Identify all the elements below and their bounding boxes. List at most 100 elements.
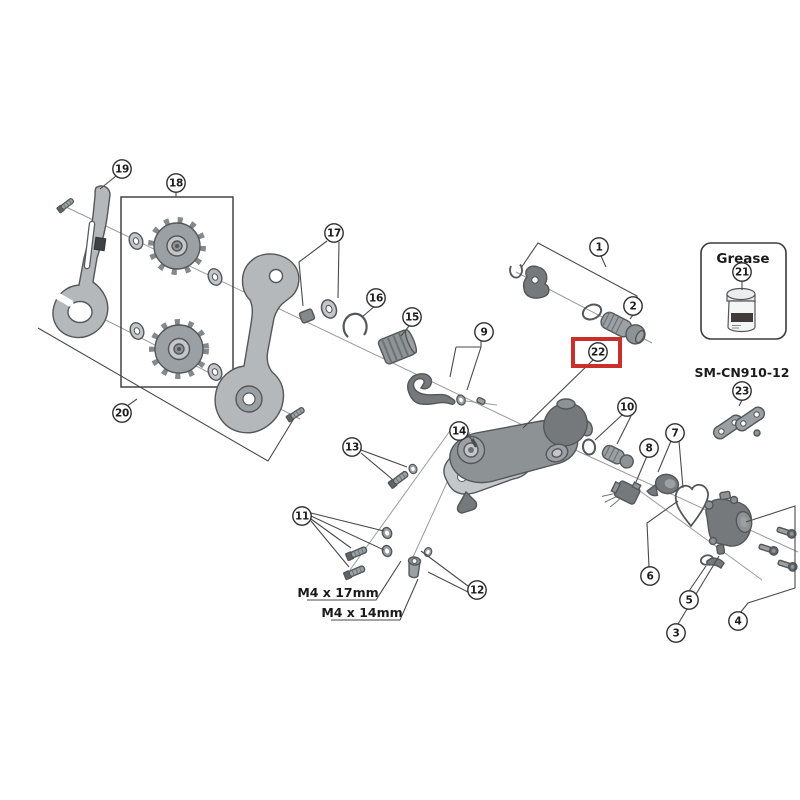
svg-text:7: 7 xyxy=(671,428,678,440)
tension-spring-group xyxy=(298,296,486,407)
svg-text:16: 16 xyxy=(369,293,383,305)
svg-text:11: 11 xyxy=(295,511,309,523)
quick-link xyxy=(732,404,768,434)
fixing-bolt xyxy=(775,524,798,540)
svg-text:21: 21 xyxy=(735,267,749,279)
cable-washer xyxy=(454,393,468,407)
leader-23 xyxy=(738,399,743,407)
chain-link-model-label: SM-CN910-12 xyxy=(695,365,790,380)
svg-text:13: 13 xyxy=(345,442,359,454)
leader-22 xyxy=(522,359,594,429)
axis-line xyxy=(559,442,799,553)
link-pin xyxy=(753,429,761,437)
highlight-box-22 xyxy=(571,337,622,368)
mount-bolt-group xyxy=(342,462,434,581)
spring-washer xyxy=(318,296,340,322)
grease-jar-icon xyxy=(726,287,756,333)
body-cylinder xyxy=(551,448,563,458)
callout-13: 13 xyxy=(342,437,362,457)
bolt-size-label-17: M4 x 17mm xyxy=(297,585,378,600)
leader-20 xyxy=(37,327,294,462)
callout-4: 4 xyxy=(728,611,748,631)
leader-7 xyxy=(657,440,684,489)
bolt-13 xyxy=(387,469,410,490)
callout-19: 19 xyxy=(112,159,132,179)
circlip xyxy=(342,312,368,338)
leader-3 xyxy=(677,555,720,625)
inner-plate-hub xyxy=(268,268,284,284)
body-boss xyxy=(468,447,474,453)
leader-17 xyxy=(337,241,340,299)
svg-text:6: 6 xyxy=(646,571,653,583)
callout-2: 2 xyxy=(623,296,643,316)
callout-9: 9 xyxy=(474,322,494,342)
plate-screw xyxy=(56,196,76,214)
barrel-bolt xyxy=(600,311,646,345)
body-foot xyxy=(456,490,478,514)
callout-6: 6 xyxy=(640,566,660,586)
cap-knob xyxy=(646,473,680,497)
svg-text:3: 3 xyxy=(672,628,679,640)
callout-16: 16 xyxy=(366,288,386,308)
svg-text:22: 22 xyxy=(591,347,605,359)
cable-guide-group xyxy=(509,263,646,345)
svg-text:5: 5 xyxy=(685,595,692,607)
callout-7: 7 xyxy=(665,423,685,443)
leader-15 xyxy=(400,325,410,337)
callout-15: 15 xyxy=(402,307,422,327)
leader-9 xyxy=(449,341,482,391)
guide-pulley xyxy=(148,217,206,275)
callout-11: 11 xyxy=(292,506,312,526)
knuckle-cap xyxy=(556,398,576,410)
label-underline-17mm xyxy=(307,560,402,601)
grease-panel: Grease xyxy=(700,242,787,340)
b-axle-hook xyxy=(407,373,456,406)
outer-plate-notch xyxy=(52,291,74,307)
leader-17 xyxy=(298,240,328,307)
gasket-seal xyxy=(674,483,709,528)
inner-plate-screw xyxy=(285,405,306,423)
callout-10: 10 xyxy=(617,397,637,417)
axis-line xyxy=(349,427,453,571)
callout-22: 22 xyxy=(588,342,608,362)
pulley-washer xyxy=(126,229,146,253)
washer-11 xyxy=(380,543,394,559)
svg-text:14: 14 xyxy=(452,426,466,438)
inner-plate-hole xyxy=(242,392,256,406)
svg-text:19: 19 xyxy=(115,164,129,176)
callout-8: 8 xyxy=(639,438,659,458)
leader-11 xyxy=(310,512,385,568)
outer-plate-hole xyxy=(67,300,93,324)
callout-18: 18 xyxy=(166,173,186,193)
pulley-washer xyxy=(127,319,147,343)
chain-quick-link-icon xyxy=(710,404,768,442)
svg-text:4: 4 xyxy=(734,616,741,628)
pulley-washer xyxy=(205,265,225,289)
svg-text:20: 20 xyxy=(115,408,129,420)
washer-13 xyxy=(407,462,419,476)
leader-1 xyxy=(600,255,607,268)
svg-text:1: 1 xyxy=(595,242,602,254)
bolt-11 xyxy=(344,545,369,562)
svg-text:12: 12 xyxy=(470,585,484,597)
leader-lines xyxy=(37,175,796,625)
callout-17: 17 xyxy=(324,223,344,243)
leader-10 xyxy=(594,414,632,445)
svg-text:9: 9 xyxy=(480,327,487,339)
svg-text:15: 15 xyxy=(405,312,419,324)
tension-pulley xyxy=(149,319,209,379)
callout-20: 20 xyxy=(112,403,132,423)
plate-pad xyxy=(93,236,107,252)
bolt-11 xyxy=(342,564,367,581)
cable-end xyxy=(476,396,486,406)
pulley-plate-group xyxy=(52,185,306,434)
callout-23: 23 xyxy=(732,381,752,401)
o-ring xyxy=(581,303,603,321)
outer-plate-slot xyxy=(85,222,94,268)
leader-8 xyxy=(635,455,648,483)
leader-16 xyxy=(361,305,376,318)
c-clip xyxy=(509,263,523,279)
flanged-bolt-12 xyxy=(407,556,422,579)
